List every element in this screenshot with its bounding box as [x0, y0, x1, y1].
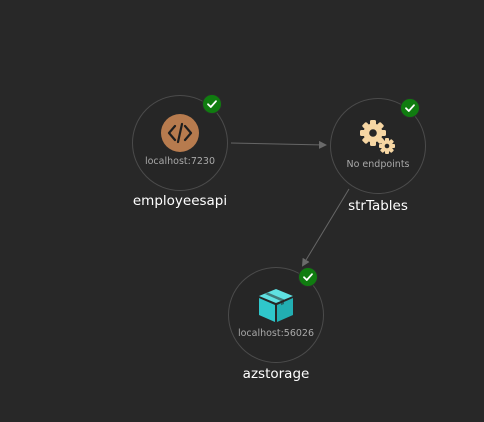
endpoint-link[interactable]: localhost:56026 [237, 328, 315, 339]
code-icon [160, 113, 200, 153]
status-check-icon [400, 98, 420, 118]
gears-icon [358, 116, 398, 156]
endpoint-status-text: No endpoints [346, 159, 410, 170]
resource-name-employeesapi[interactable]: employeesapi [132, 193, 228, 209]
resource-name-strTables[interactable]: strTables [348, 198, 408, 214]
edge-employeesapi-to-strTables [230, 140, 327, 149]
endpoint-link[interactable]: localhost:7230 [144, 156, 216, 167]
status-check-icon [298, 267, 318, 287]
box-icon [256, 285, 296, 325]
resource-name-azstorage[interactable]: azstorage [242, 366, 310, 382]
status-check-icon [202, 94, 222, 114]
edge-strTables-to-azstorage [301, 188, 350, 267]
